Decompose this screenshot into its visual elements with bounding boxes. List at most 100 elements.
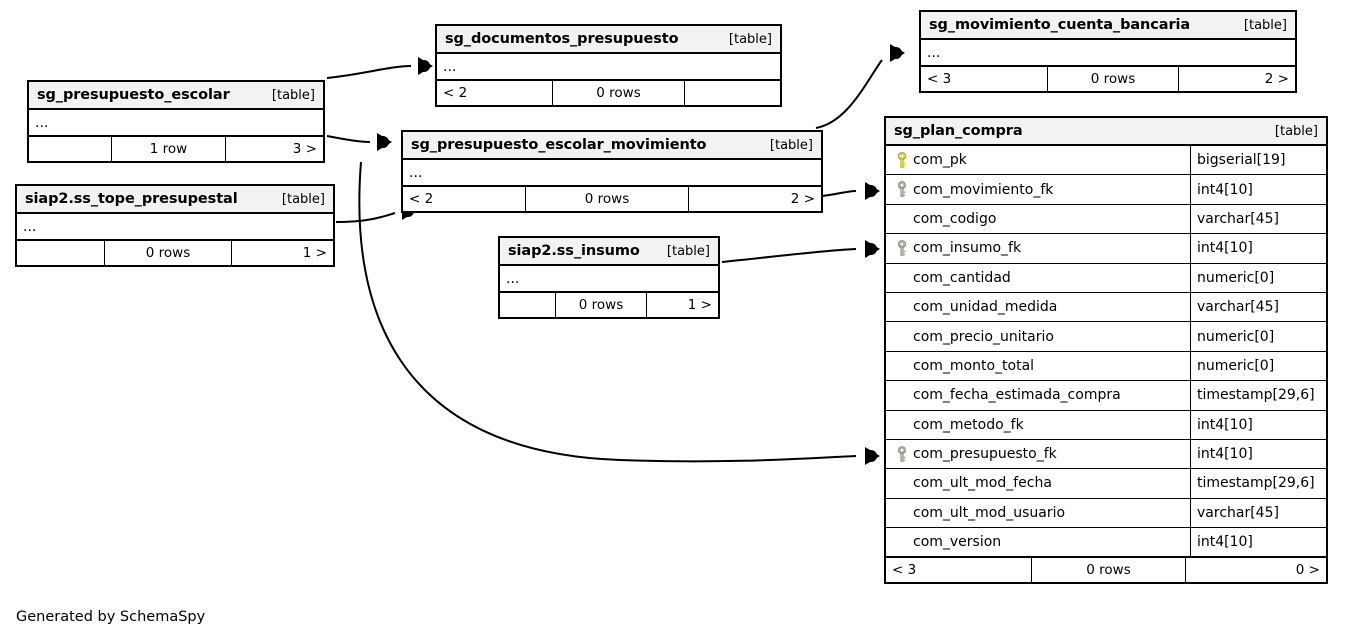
table-header: sg_documentos_presupuesto [table]: [437, 26, 780, 54]
column-type-label: numeric[0]: [1197, 328, 1275, 345]
footer-row-count: 0 rows: [555, 293, 647, 317]
column-name-label: com_precio_unitario: [913, 328, 1054, 345]
footer-row-count: 0 rows: [1031, 558, 1186, 583]
footer-parents-count: < 2: [443, 85, 468, 101]
column-row[interactable]: com_fecha_estimada_compra timestamp[29,6]: [886, 381, 1326, 411]
column-type-label: timestamp[29,6]: [1197, 387, 1315, 404]
footer-children-count: 3 >: [292, 141, 317, 157]
foreign-key-icon: [891, 240, 913, 257]
column-name-cell: com_fecha_estimada_compra: [886, 381, 1191, 410]
column-name-label: com_metodo_fk: [913, 416, 1024, 433]
column-name-cell: com_metodo_fk: [886, 410, 1191, 439]
footer-parents-count: [500, 293, 555, 317]
edge-movimiento-to-plan-compra-movimiento-fk: [821, 181, 881, 201]
footer-parents-count: < 3: [892, 562, 917, 579]
edge-presupuesto-escolar-to-documentos: [326, 56, 434, 79]
column-type-label: timestamp[29,6]: [1197, 475, 1315, 492]
table-sg-movimiento-cuenta-bancaria[interactable]: sg_movimiento_cuenta_bancaria [table] ..…: [919, 10, 1297, 93]
column-name-cell: com_movimiento_fk: [886, 175, 1191, 204]
table-siap2-ss-tope-presupestal[interactable]: siap2.ss_tope_presupestal [table] ... 0 …: [15, 184, 335, 267]
column-name-cell: com_presupuesto_fk: [886, 439, 1191, 469]
table-siap2-ss-insumo[interactable]: siap2.ss_insumo [table] ... 0 rows 1 >: [498, 236, 720, 319]
columns-collapsed-ellipsis[interactable]: ...: [29, 110, 323, 136]
footer-row-count: 0 rows: [104, 241, 232, 265]
table-header: sg_presupuesto_escolar_movimiento [table…: [403, 132, 821, 160]
foreign-key-icon: [891, 181, 913, 198]
footer-row-count: 0 rows: [525, 187, 689, 211]
table-sg-documentos-presupuesto[interactable]: sg_documentos_presupuesto [table] ... < …: [435, 24, 782, 107]
column-row[interactable]: com_insumo_fk int4[10]: [886, 234, 1326, 264]
column-type-label: int4[10]: [1197, 240, 1253, 257]
table-footer: 0 rows 1 >: [500, 292, 718, 317]
column-type-label: int4[10]: [1197, 446, 1253, 463]
column-type-label: varchar[45]: [1197, 210, 1279, 227]
column-row[interactable]: com_ult_mod_fecha timestamp[29,6]: [886, 469, 1326, 499]
column-name-label: com_movimiento_fk: [913, 181, 1054, 198]
footer-children-count: 0 >: [1295, 562, 1320, 579]
column-name-cell: com_unidad_medida: [886, 292, 1191, 322]
columns-collapsed-ellipsis[interactable]: ...: [437, 54, 780, 80]
table-kind-label: [table]: [728, 31, 772, 47]
table-header: sg_plan_compra [table]: [886, 118, 1326, 146]
column-row[interactable]: com_precio_unitario numeric[0]: [886, 322, 1326, 352]
table-header: siap2.ss_tope_presupestal [table]: [17, 186, 333, 214]
footer-parents-count: < 2: [409, 191, 434, 207]
footer-parents-count: [29, 137, 111, 161]
column-name-cell: com_codigo: [886, 204, 1191, 234]
column-row[interactable]: com_cantidad numeric[0]: [886, 263, 1326, 293]
table-header: sg_presupuesto_escolar [table]: [29, 82, 323, 110]
column-row[interactable]: com_presupuesto_fk int4[10]: [886, 439, 1326, 470]
table-sg-presupuesto-escolar[interactable]: sg_presupuesto_escolar [table] ... 1 row…: [27, 80, 325, 163]
columns-collapsed-ellipsis[interactable]: ...: [17, 214, 333, 240]
table-title: sg_presupuesto_escolar: [37, 87, 230, 103]
edge-presupuesto-escolar-to-movimiento: [326, 132, 393, 152]
column-name-label: com_unidad_medida: [913, 299, 1058, 316]
footer-parents-count: [17, 241, 104, 265]
columns-collapsed-ellipsis[interactable]: ...: [500, 266, 718, 292]
column-row[interactable]: com_version int4[10]: [886, 528, 1326, 558]
column-type-label: numeric[0]: [1197, 357, 1275, 374]
table-footer: < 3 0 rows 0 >: [886, 557, 1326, 583]
column-name-label: com_cantidad: [913, 269, 1011, 286]
table-footer: < 2 0 rows 2 >: [403, 186, 821, 211]
table-title: siap2.ss_tope_presupestal: [25, 191, 238, 207]
columns-collapsed-ellipsis[interactable]: ...: [921, 40, 1295, 66]
column-name-cell: com_monto_total: [886, 351, 1191, 381]
column-name-cell: com_cantidad: [886, 263, 1191, 292]
column-name-cell: com_pk: [886, 146, 1191, 175]
footer-children-count: [685, 81, 780, 105]
column-row[interactable]: com_movimiento_fk int4[10]: [886, 175, 1326, 205]
column-name-cell: com_ult_mod_fecha: [886, 469, 1191, 498]
column-name-label: com_presupuesto_fk: [913, 446, 1057, 463]
column-name-label: com_monto_total: [913, 357, 1035, 374]
table-kind-label: [table]: [271, 87, 315, 103]
column-name-label: com_fecha_estimada_compra: [913, 387, 1121, 404]
table-title: siap2.ss_insumo: [508, 243, 640, 259]
column-type-label: numeric[0]: [1197, 269, 1275, 286]
column-name-cell: com_insumo_fk: [886, 234, 1191, 263]
table-footer: < 3 0 rows 2 >: [921, 66, 1295, 91]
column-type-label: int4[10]: [1197, 534, 1253, 551]
column-type-label: int4[10]: [1197, 181, 1253, 198]
column-name-cell: com_version: [886, 528, 1191, 557]
column-row[interactable]: com_monto_total numeric[0]: [886, 351, 1326, 382]
footer-row-count: 0 rows: [1047, 67, 1179, 91]
table-header: sg_movimiento_cuenta_bancaria [table]: [921, 12, 1295, 40]
footer-children-count: 2 >: [1264, 71, 1289, 87]
column-name-cell: com_precio_unitario: [886, 322, 1191, 351]
column-row[interactable]: com_codigo varchar[45]: [886, 204, 1326, 235]
footer-parents-count: < 3: [927, 71, 952, 87]
table-kind-label: [table]: [1274, 123, 1318, 139]
table-sg-presupuesto-escolar-movimiento[interactable]: sg_presupuesto_escolar_movimiento [table…: [401, 130, 823, 213]
table-footer: < 2 0 rows: [437, 80, 780, 105]
column-name-label: com_ult_mod_usuario: [913, 504, 1066, 521]
foreign-key-icon: [891, 445, 913, 463]
columns-collapsed-ellipsis[interactable]: ...: [403, 160, 821, 186]
column-name-label: com_version: [913, 534, 1002, 551]
